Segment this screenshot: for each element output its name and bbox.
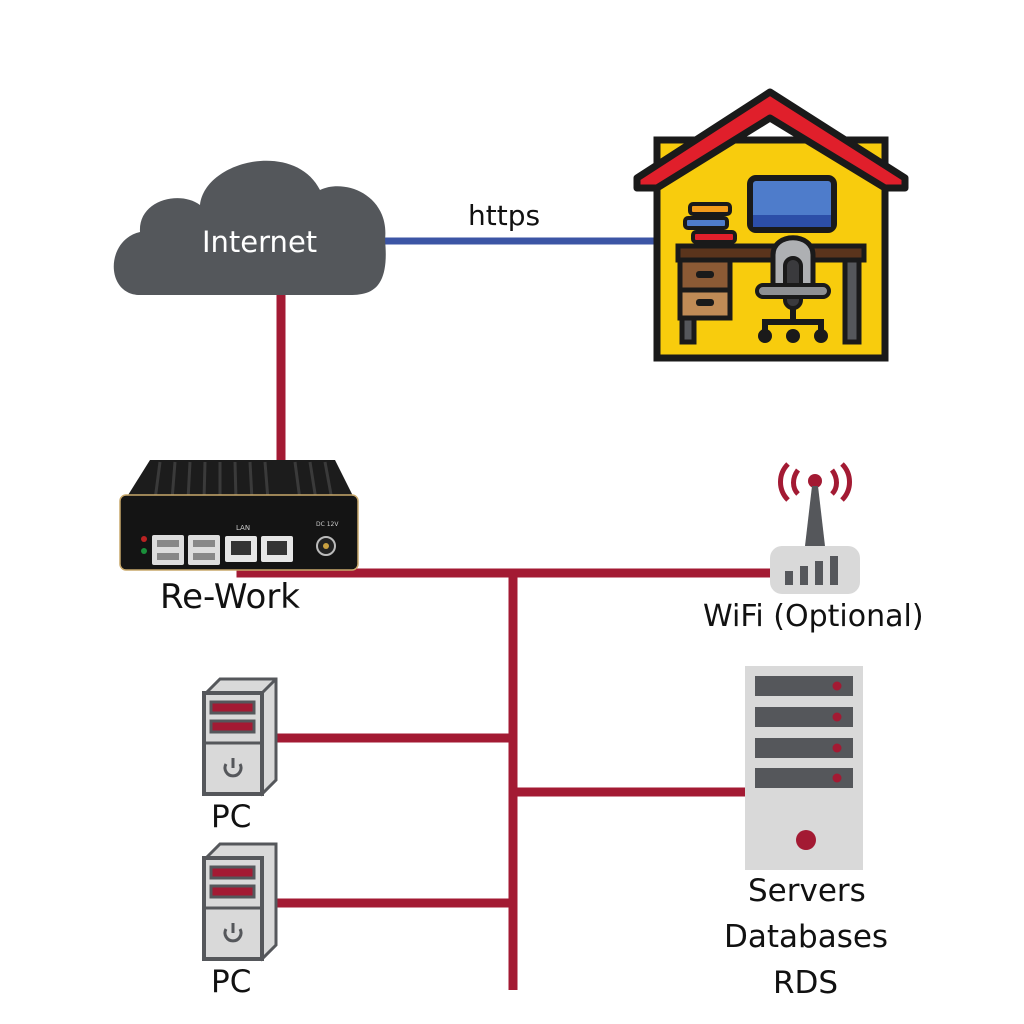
cloud-icon: [113, 160, 386, 295]
pc-tower-icon-1: [202, 677, 278, 797]
pc2-label: PC: [211, 964, 252, 1000]
internet-label: Internet: [202, 225, 318, 259]
rework-label: Re-Work: [160, 577, 301, 617]
wifi-router-icon: [770, 462, 860, 594]
pc-tower-icon-2: [202, 842, 278, 962]
mini-pc-icon: LAN DC 12V: [119, 460, 359, 571]
dc-port-label: DC 12V: [316, 521, 339, 528]
servers-label-line3: RDS: [773, 965, 839, 1001]
https-link-label: https: [468, 199, 541, 232]
servers-label-line2: Databases: [724, 919, 889, 955]
home-office-icon: [633, 88, 909, 362]
wifi-label: WiFi (Optional): [703, 599, 924, 634]
servers-label-line1: Servers: [748, 873, 866, 909]
server-rack-icon: [745, 666, 863, 870]
lan-port-label: LAN: [236, 524, 250, 532]
pc1-label: PC: [211, 799, 252, 835]
